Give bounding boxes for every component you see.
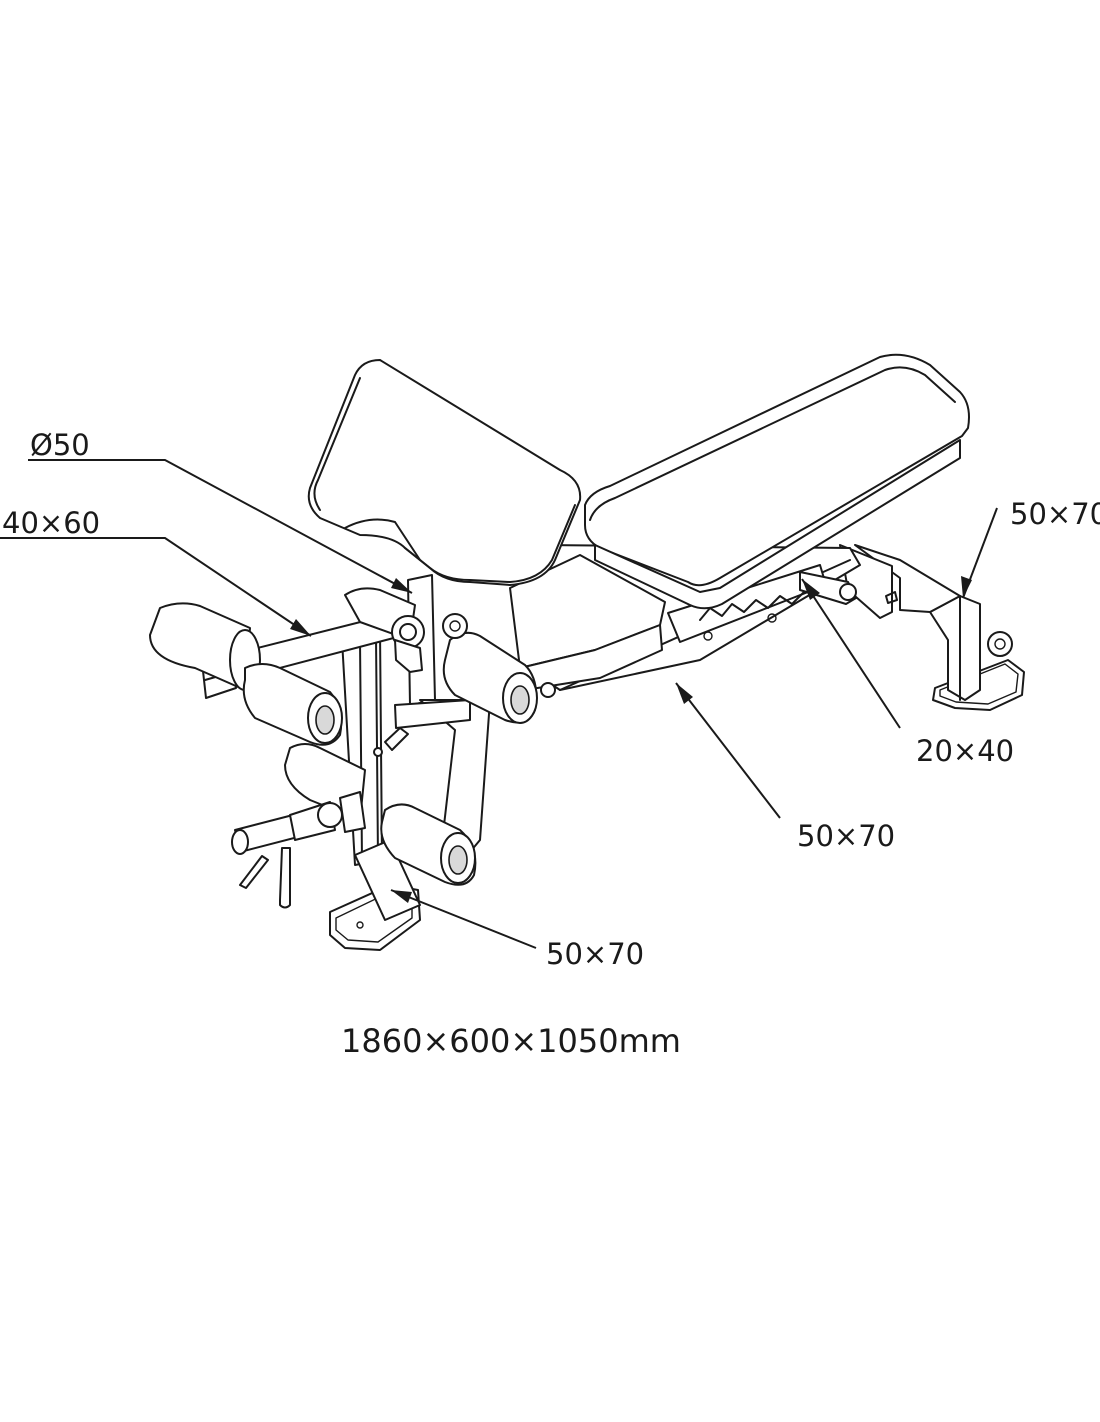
label-front-leg: 50×70	[546, 937, 644, 971]
callout-rear-leg: 50×70	[961, 497, 1100, 599]
rear-leg	[839, 544, 1025, 711]
callout-upright-diameter: Ø50	[28, 428, 413, 594]
preacher-pad	[307, 359, 582, 586]
back-pad	[584, 353, 970, 610]
callout-leg-lever: 40×60	[0, 506, 312, 637]
callout-front-leg: 50×70	[390, 889, 644, 971]
lower-right-roller	[380, 803, 477, 886]
upper-right-roller	[442, 631, 538, 724]
front-leg	[329, 839, 421, 951]
pop-pin-knob	[373, 727, 409, 757]
label-main-frame: 50×70	[797, 819, 895, 853]
bench-illustration	[149, 353, 1025, 951]
callouts: Ø50 40×60 50×70 20×40 50×70	[0, 428, 1100, 971]
callout-adjuster: 20×40	[801, 578, 1014, 768]
label-upright-diameter: Ø50	[30, 428, 90, 462]
middle-left-roller	[242, 663, 343, 746]
pivot-hub	[391, 613, 468, 673]
label-rear-leg: 50×70	[1010, 497, 1100, 531]
weight-peg	[231, 791, 366, 909]
label-leg-lever: 40×60	[2, 506, 100, 540]
overall-dimensions: 1860×600×1050mm	[341, 1022, 681, 1060]
callout-main-frame: 50×70	[675, 682, 895, 853]
label-adjuster: 20×40	[916, 734, 1014, 768]
